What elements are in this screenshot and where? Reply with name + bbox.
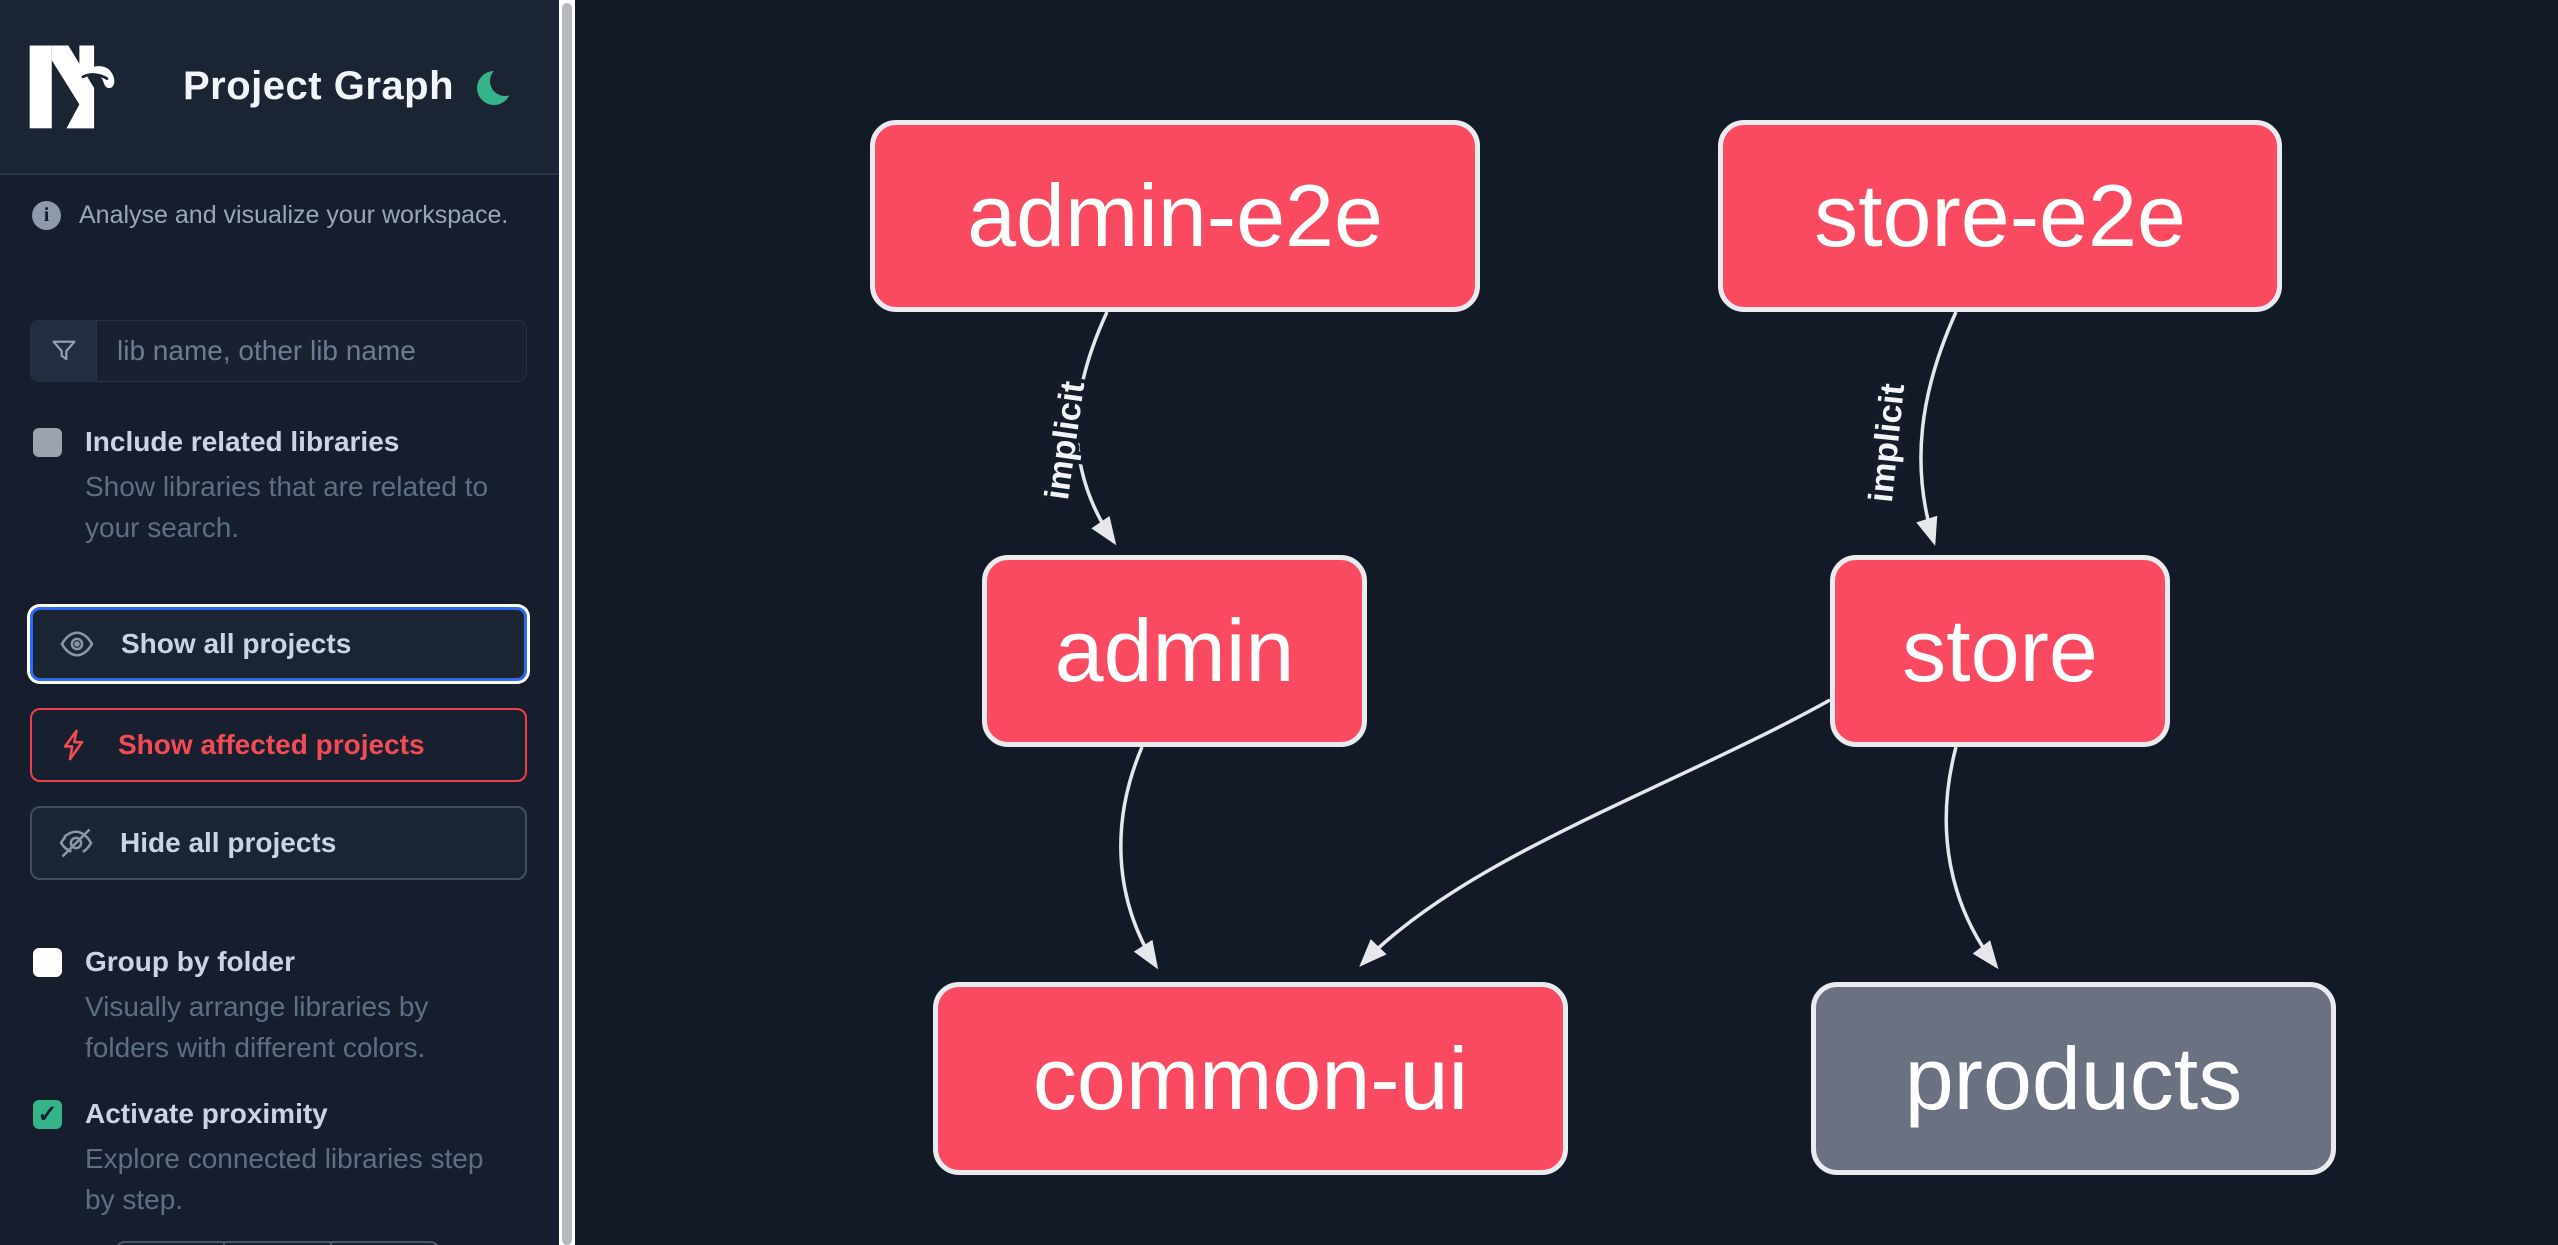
moon-icon[interactable] xyxy=(474,66,518,110)
graph-node-admin-e2e[interactable]: admin-e2e xyxy=(870,120,1480,312)
option-label: Activate proximity xyxy=(85,1098,328,1129)
nx-logo-icon xyxy=(29,45,115,129)
sidebar: Project Graph i Analyse and visualize yo… xyxy=(0,0,559,1245)
search-box xyxy=(30,320,527,382)
show-affected-projects-button[interactable]: Show affected projects xyxy=(30,708,527,782)
info-text: Analyse and visualize your workspace. xyxy=(79,201,509,229)
edge-label-implicit: implicit xyxy=(1862,382,1912,504)
include-related-checkbox[interactable] xyxy=(33,428,62,457)
button-label: Show affected projects xyxy=(118,729,425,760)
hide-all-projects-button[interactable]: Hide all projects xyxy=(30,806,527,880)
show-all-projects-button[interactable]: Show all projects xyxy=(30,607,527,681)
option-description: Visually arrange libraries by folders wi… xyxy=(85,991,429,1063)
graph-edge-store-common-ui xyxy=(1359,698,1831,967)
sidebar-scrollbar-track xyxy=(559,0,575,1245)
sidebar-header: Project Graph xyxy=(0,0,559,175)
option-description: Explore connected libraries step by step… xyxy=(85,1143,484,1215)
option-group-by-folder: Group by folder Visually arrange librari… xyxy=(33,946,533,1068)
button-label: Hide all projects xyxy=(120,827,337,858)
page-title: Project Graph xyxy=(183,64,455,108)
eye-icon xyxy=(60,631,94,657)
stepper-segment[interactable] xyxy=(117,1243,225,1245)
group-by-folder-checkbox[interactable] xyxy=(33,948,62,977)
option-label: Group by folder xyxy=(85,946,295,977)
graph-node-store[interactable]: store xyxy=(1830,555,2170,747)
graph-edge-store-products xyxy=(1944,746,1999,970)
graph-edge-admin-common-ui xyxy=(1119,746,1159,970)
stepper-segment[interactable] xyxy=(225,1243,333,1245)
graph-node-products[interactable]: products xyxy=(1811,982,2336,1175)
proximity-stepper-control[interactable] xyxy=(115,1241,440,1245)
option-include-related: Include related libraries Show libraries… xyxy=(33,426,533,548)
option-label: Include related libraries xyxy=(85,426,400,457)
eye-off-icon xyxy=(59,828,93,858)
lightning-bolt-icon xyxy=(63,729,84,761)
activate-proximity-checkbox[interactable]: ✓ xyxy=(33,1100,62,1129)
graph-node-store-e2e[interactable]: store-e2e xyxy=(1718,120,2282,312)
search-input[interactable] xyxy=(97,321,526,381)
info-icon: i xyxy=(32,201,61,230)
option-activate-proximity: ✓ Activate proximity Explore connected l… xyxy=(33,1098,533,1220)
filter-icon xyxy=(31,321,97,381)
graph-edge-admin-e2e-admin xyxy=(1075,311,1117,546)
sidebar-scrollbar-thumb[interactable] xyxy=(562,3,572,1245)
graph-edge-store-e2e-store xyxy=(1916,311,1958,546)
graph-node-admin[interactable]: admin xyxy=(982,555,1367,747)
option-description: Show libraries that are related to your … xyxy=(85,471,489,543)
graph-node-common-ui[interactable]: common-ui xyxy=(933,982,1568,1175)
workspace-info-row: i Analyse and visualize your workspace. xyxy=(32,201,508,230)
button-label: Show all projects xyxy=(121,628,352,659)
